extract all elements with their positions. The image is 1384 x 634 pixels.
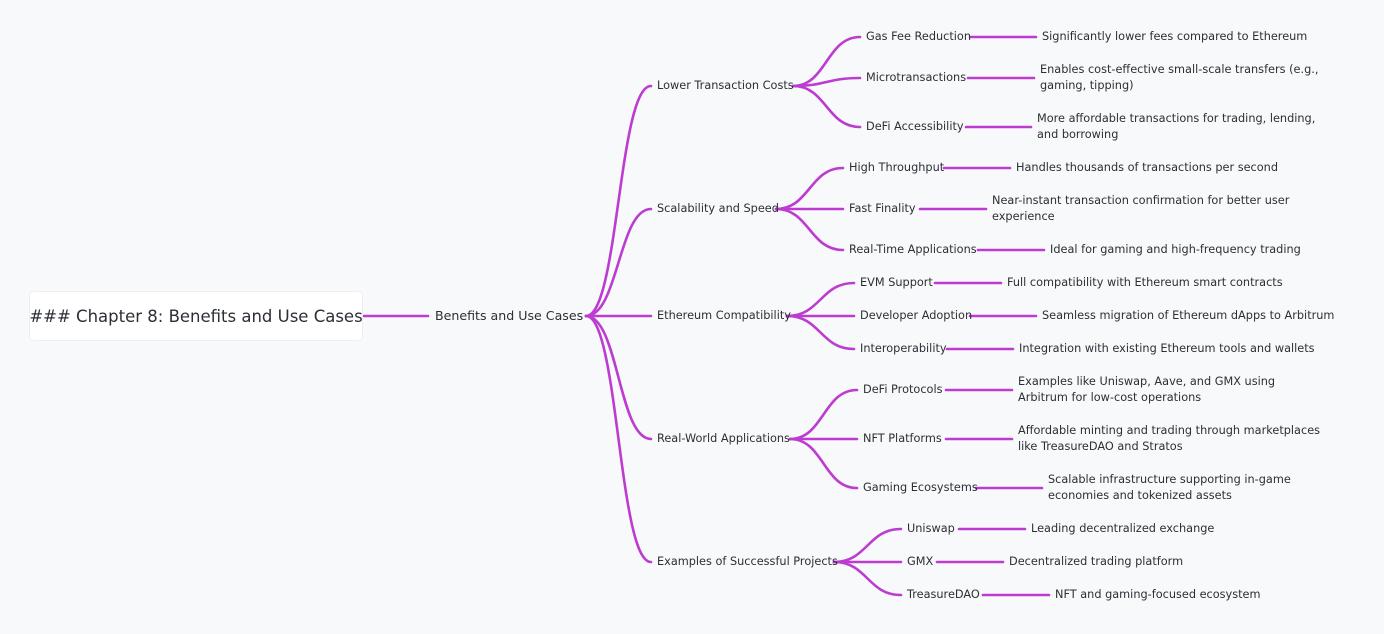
detail-high-throughput: Handles thousands of transactions per se… <box>1016 161 1279 174</box>
detail-defi-protocols: Examples like Uniswap, Aave, and GMX usi… <box>1018 375 1276 404</box>
connector-branch-4-topic-2 <box>832 560 903 597</box>
detail-defi-accessibility: More affordable transactions for trading… <box>1037 112 1316 141</box>
detail-developer-adoption: Seamless migration of Ethereum dApps to … <box>1042 309 1335 322</box>
topic-gaming-ecosystems[interactable]: Gaming Ecosystems <box>863 481 978 494</box>
branch-lower-transaction-costs[interactable]: Lower Transaction Costs <box>657 79 794 92</box>
center-node-label: Benefits and Use Cases <box>435 308 584 323</box>
topic-gmx[interactable]: GMX <box>907 555 934 568</box>
topic-gas-fee-reduction[interactable]: Gas Fee Reduction <box>866 30 971 43</box>
topic-treasuredao[interactable]: TreasureDAO <box>907 588 980 601</box>
detail-microtransactions: Enables cost-effective small-scale trans… <box>1040 63 1319 92</box>
connector-branch-3-topic-0 <box>788 388 859 441</box>
connector-branch-2-topic-0 <box>785 281 856 318</box>
topic-evm-support[interactable]: EVM Support <box>860 276 933 289</box>
topic-defi-protocols[interactable]: DeFi Protocols <box>863 383 943 396</box>
detail-nft-platforms: Affordable minting and trading through m… <box>1018 424 1321 453</box>
topic-fast-finality[interactable]: Fast Finality <box>849 202 916 215</box>
topic-nft-platforms[interactable]: NFT Platforms <box>863 432 942 445</box>
connector-branch-4-topic-0 <box>832 527 903 564</box>
connector-branch-0-topic-1 <box>791 76 862 88</box>
root-title: ### Chapter 8: Benefits and Use Cases <box>29 306 363 326</box>
detail-uniswap: Leading decentralized exchange <box>1031 522 1215 535</box>
topic-defi-accessibility[interactable]: DeFi Accessibility <box>866 120 964 133</box>
detail-gaming-ecosystems: Scalable infrastructure supporting in-ga… <box>1048 473 1291 502</box>
detail-treasuredao: NFT and gaming-focused ecosystem <box>1055 588 1261 601</box>
topic-interoperability[interactable]: Interoperability <box>860 342 947 355</box>
detail-gmx: Decentralized trading platform <box>1009 555 1184 568</box>
connector-branch-0-topic-2 <box>791 84 862 129</box>
connector-branch-2-topic-2 <box>785 314 856 351</box>
center-node[interactable]: Benefits and Use Cases <box>435 308 583 324</box>
detail-interoperability: Integration with existing Ethereum tools… <box>1019 342 1315 355</box>
detail-evm-support: Full compatibility with Ethereum smart c… <box>1007 276 1283 289</box>
branch-ethereum-compatibility[interactable]: Ethereum Compatibility <box>657 309 791 322</box>
connector-branch-1-topic-0 <box>774 166 845 211</box>
detail-gas-fee-reduction: Significantly lower fees compared to Eth… <box>1042 30 1308 43</box>
branch-examples-of-successful-projects[interactable]: Examples of Successful Projects <box>657 555 838 568</box>
connector-center-branch-1 <box>584 207 653 318</box>
connector-center-branch-3 <box>584 314 653 441</box>
topic-uniswap[interactable]: Uniswap <box>907 522 955 535</box>
detail-real-time-applications: Ideal for gaming and high-frequency trad… <box>1050 243 1301 256</box>
connector-center-branch-0 <box>584 84 653 318</box>
root-node[interactable]: ### Chapter 8: Benefits and Use Cases <box>29 292 363 340</box>
topic-real-time-applications[interactable]: Real-Time Applications <box>849 243 977 256</box>
connector-center-branch-4 <box>584 314 653 564</box>
topic-developer-adoption[interactable]: Developer Adoption <box>860 309 973 322</box>
connector-branch-1-topic-2 <box>774 207 845 252</box>
connector-branch-0-topic-0 <box>791 35 862 88</box>
detail-fast-finality: Near-instant transaction confirmation fo… <box>992 194 1290 223</box>
connector-branch-3-topic-2 <box>788 437 859 490</box>
branch-real-world-applications[interactable]: Real-World Applications <box>657 432 790 445</box>
topic-microtransactions[interactable]: Microtransactions <box>866 71 967 84</box>
branch-scalability-and-speed[interactable]: Scalability and Speed <box>657 202 779 215</box>
topic-high-throughput[interactable]: High Throughput <box>849 161 945 174</box>
